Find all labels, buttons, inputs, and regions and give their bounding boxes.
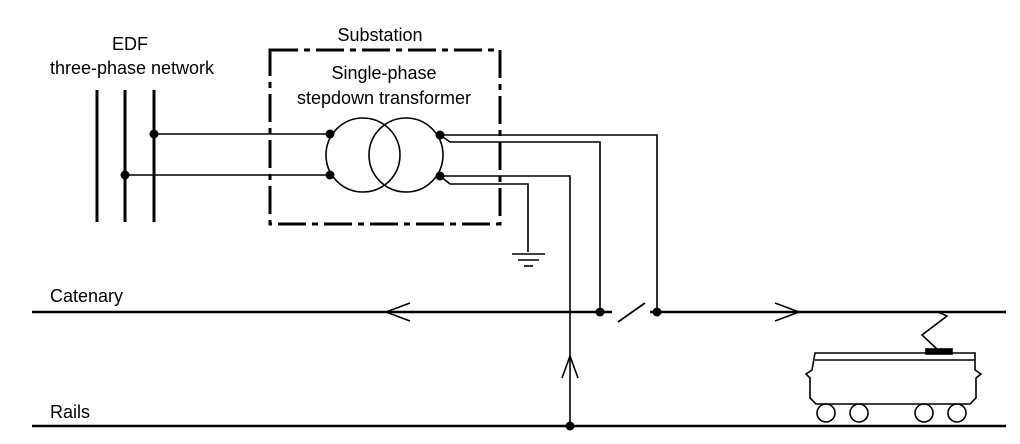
junction-dot <box>595 307 605 317</box>
junction-dot <box>565 421 575 431</box>
primary-winding <box>325 117 401 193</box>
arrow-up <box>561 353 579 379</box>
secondary-wire-3 <box>439 175 529 252</box>
junction-dot <box>325 129 335 139</box>
wheel-3 <box>914 403 934 423</box>
substation-label: Substation <box>337 25 423 45</box>
secondary-wire-2 <box>440 134 658 312</box>
junction-dot <box>652 307 662 317</box>
junction-dot <box>325 170 335 180</box>
rails-label: Rails <box>50 402 91 422</box>
arrow-right <box>774 302 802 322</box>
wheel-2 <box>849 403 869 423</box>
secondary-wire-1 <box>439 134 601 312</box>
junction-dot <box>435 171 445 181</box>
catenary-switch <box>617 302 646 323</box>
wheel-1 <box>816 403 836 423</box>
edf-label-line2: three-phase network <box>49 58 215 78</box>
junction-dot <box>149 129 159 139</box>
locomotive-body <box>804 352 983 405</box>
wheel-4 <box>947 403 967 423</box>
junction-dot <box>435 130 445 140</box>
junction-dot <box>120 170 130 180</box>
arrow-left <box>383 302 411 322</box>
substation-box <box>268 48 502 226</box>
catenary-label: Catenary <box>50 286 124 306</box>
transformer-label-line2: stepdown transformer <box>296 88 472 108</box>
secondary-wire-4 <box>440 175 571 426</box>
transformer-label-line1: Single-phase <box>331 63 437 83</box>
edf-label-line1: EDF <box>112 34 148 54</box>
secondary-winding <box>368 117 444 193</box>
pantograph-base <box>925 348 953 355</box>
pantograph <box>920 311 949 351</box>
